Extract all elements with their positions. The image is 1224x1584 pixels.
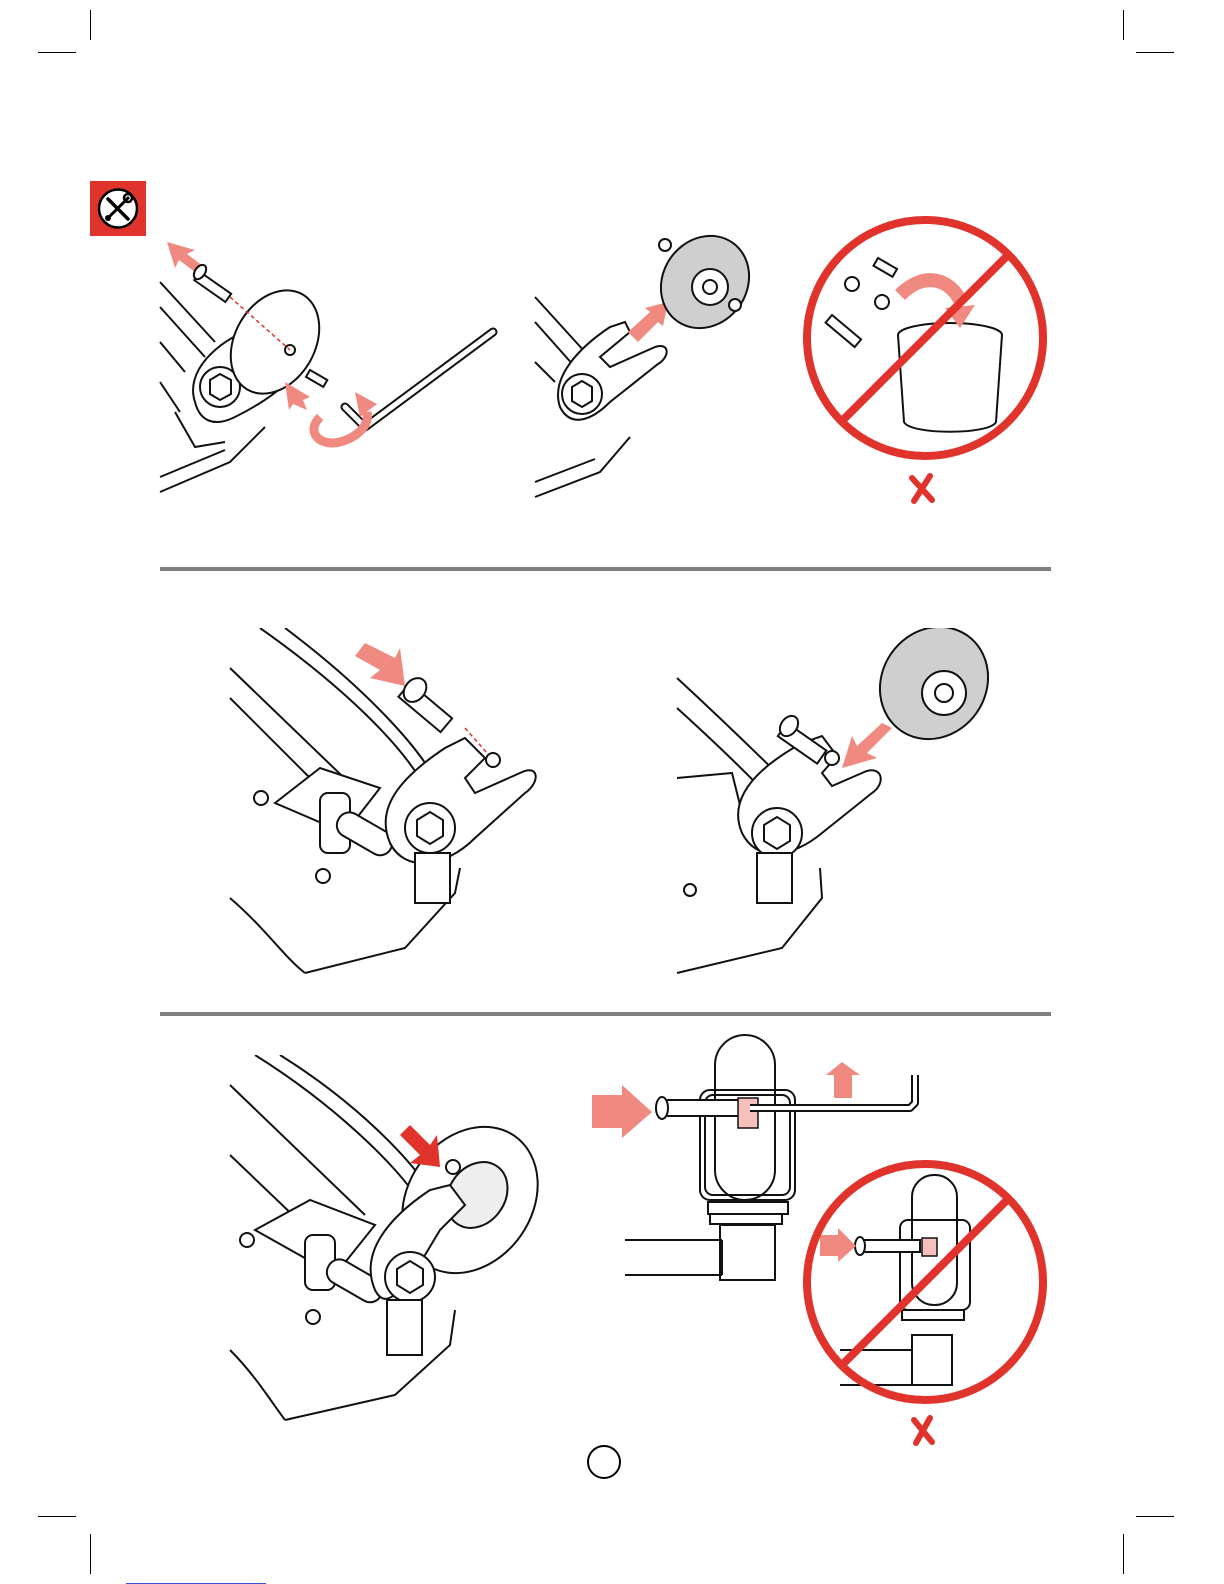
crop-mark-bottom-right-v [1123,1534,1124,1574]
step-do-not-discard-parts [800,210,1052,505]
section-divider-1 [160,567,1051,571]
step-remove-axle-bolt [155,232,505,507]
wrench-screwdriver-icon [90,181,146,236]
crop-mark-bottom-left-v [90,1534,91,1574]
step-remove-wheel [530,232,770,507]
arrow-up-icon [826,1062,860,1098]
step-tighten-bolt [225,1055,555,1425]
arrow-in-icon [592,1085,652,1138]
arrow-in-icon [842,723,892,768]
crop-mark-top-right-h [1136,52,1174,53]
crop-mark-top-left-v [90,10,91,40]
cross-mark-icon [914,1418,932,1443]
cross-mark-icon [912,476,932,501]
crop-mark-bottom-right-h [1136,1516,1174,1517]
crop-mark-bottom-left-h [38,1516,76,1517]
trash-bin-icon [898,323,1002,432]
arrow-in-icon [355,643,405,686]
section-divider-2 [160,1012,1051,1016]
step-do-not-overtighten [800,1150,1052,1450]
page-number-circle [587,1445,621,1479]
step-insert-axle-bolt [225,628,555,978]
crop-mark-top-left-h [38,52,76,53]
arrow-in-icon [820,1228,856,1262]
tool-badge [90,181,146,236]
crop-mark-top-right-v [1123,10,1124,40]
step-mount-new-wheel [672,628,997,978]
